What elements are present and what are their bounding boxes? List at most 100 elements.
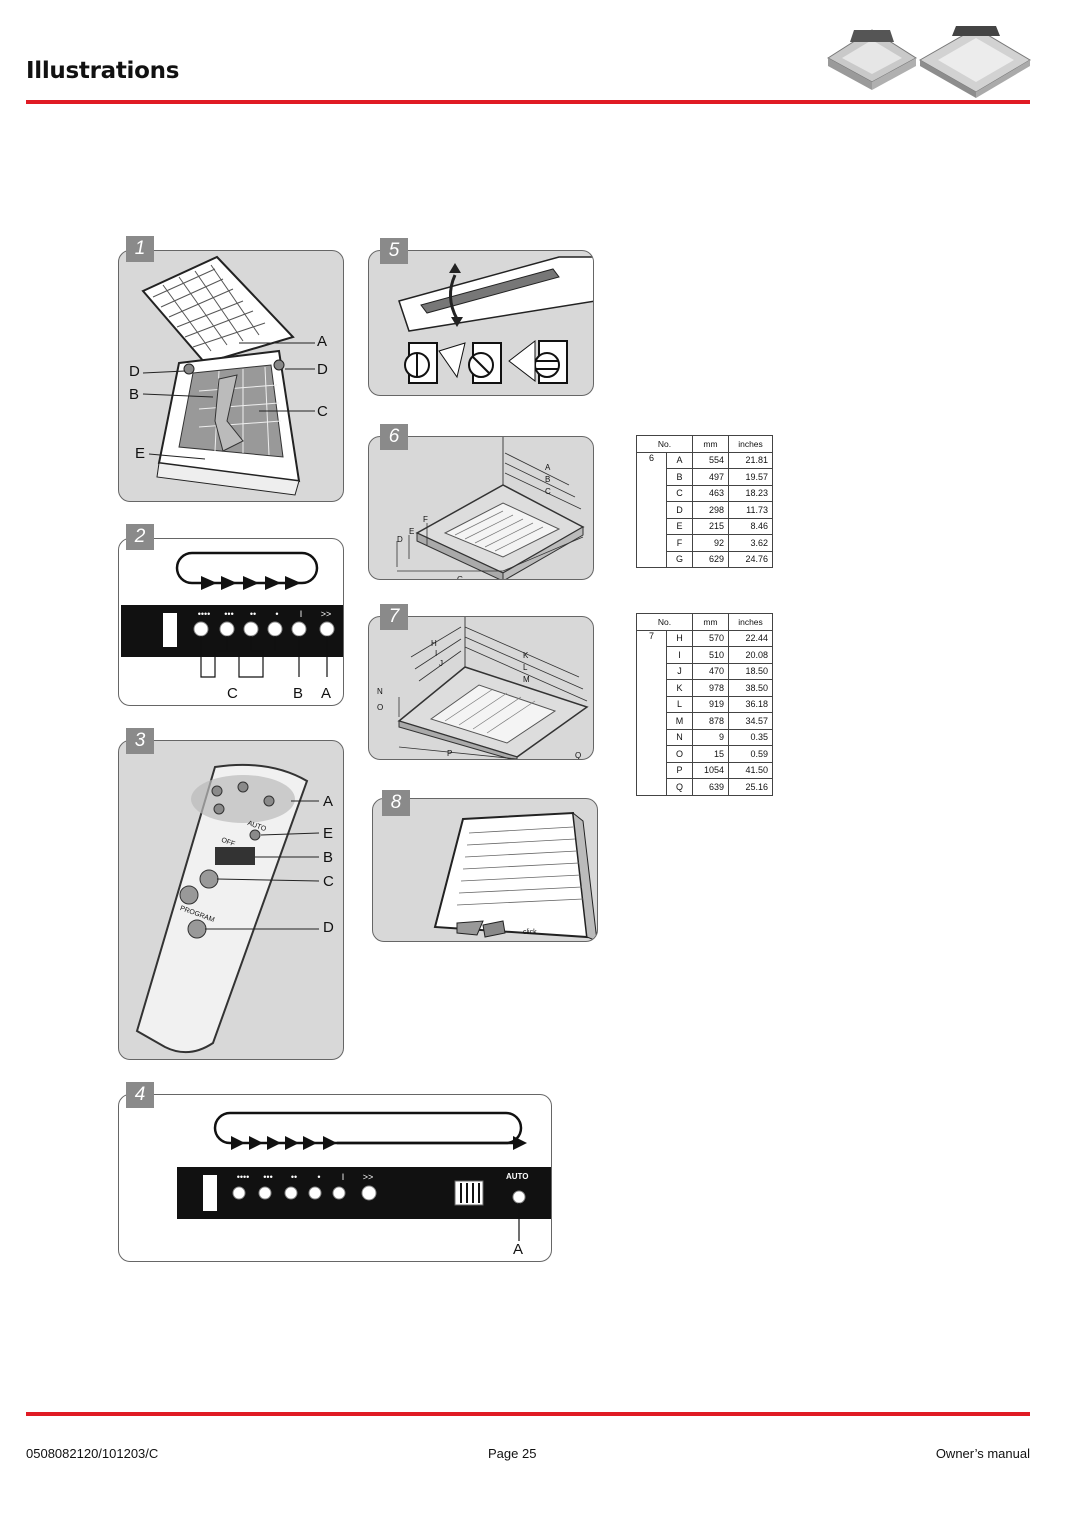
page-number: Page 25: [488, 1446, 537, 1461]
callout-E: E: [135, 445, 146, 462]
auto-label: AUTO: [506, 1172, 529, 1181]
figure-2-number: 2: [126, 524, 154, 550]
header-mm: mm: [692, 435, 729, 453]
unit-dimensions-7-diagram: [397, 617, 589, 759]
dim-label-M: M: [523, 675, 530, 684]
remote-control-illustration: [135, 763, 320, 1054]
figure-2-panel: •••• ••• •• • I >> C B A: [118, 538, 344, 706]
callout-A: A: [323, 793, 334, 810]
letter-cell: B: [666, 468, 693, 486]
inch-cell: 34.57: [728, 712, 773, 730]
inch-cell: 3.62: [728, 534, 773, 552]
letter-cell: G: [666, 550, 693, 568]
speed-mark: •: [275, 609, 279, 619]
letter-cell: H: [666, 629, 693, 647]
cassette-unit-image-large: [918, 26, 1031, 98]
dim-label-O: O: [377, 703, 384, 712]
dim-label-G: G: [457, 575, 464, 580]
letter-cell: D: [666, 501, 693, 519]
letter-cell: I: [666, 646, 693, 664]
mm-cell: 470: [692, 662, 729, 680]
inch-cell: 8.46: [728, 517, 773, 535]
footer-divider: [26, 1412, 1030, 1416]
grille-fitting-illustration: [433, 811, 597, 941]
dim-label-B: B: [545, 475, 551, 484]
inch-cell: 24.76: [728, 550, 773, 568]
figure-3-number: 3: [126, 728, 154, 754]
header-no: No.: [636, 613, 693, 631]
manual-title: Owner’s manual: [935, 1446, 1030, 1461]
table-header-row: No. mm inches: [636, 435, 773, 453]
callout-B: B: [323, 849, 334, 866]
callout-C: C: [227, 685, 238, 702]
mm-cell: 919: [692, 695, 729, 713]
speed-mark: I: [341, 1172, 345, 1182]
product-thumbnails: [827, 26, 1031, 98]
header-inches: inches: [728, 613, 773, 631]
figure-5-number: 5: [380, 238, 408, 264]
mm-cell: 463: [692, 484, 729, 502]
dim-label-F: F: [423, 515, 428, 524]
letter-cell: M: [666, 712, 693, 730]
dim-label-K: K: [523, 651, 529, 660]
figure-4-number: 4: [126, 1082, 154, 1108]
figure-8-number: 8: [382, 790, 410, 816]
callout-B: B: [293, 685, 304, 702]
letter-cell: N: [666, 728, 693, 746]
table-header-row: No. mm inches: [636, 613, 773, 631]
speed-mark: ••: [290, 1172, 298, 1182]
inch-cell: 0.59: [728, 745, 773, 763]
speed-marks-row: •••• ••• •• • I >>: [231, 1172, 381, 1182]
speed-mark: •••: [263, 1172, 273, 1182]
header-inches: inches: [728, 435, 773, 453]
inch-cell: 41.50: [728, 761, 773, 779]
header-no: No.: [636, 435, 693, 453]
speed-mark: ••••: [197, 609, 211, 619]
figure-1-panel: A D D B C E: [118, 250, 344, 502]
mm-cell: 878: [692, 712, 729, 730]
speed-marks-row: •••• ••• •• • I >>: [191, 609, 343, 619]
mm-cell: 9: [692, 728, 729, 746]
inch-cell: 21.81: [728, 451, 773, 469]
figure-5-panel: [368, 250, 594, 396]
letter-cell: E: [666, 517, 693, 535]
speed-mark: ••••: [236, 1172, 250, 1182]
mm-cell: 570: [692, 629, 729, 647]
callout-C: C: [317, 403, 328, 420]
figure-number-cell: 6: [636, 451, 667, 568]
dim-label-H: H: [431, 639, 437, 648]
mm-cell: 1054: [692, 761, 729, 779]
click-text: click: [523, 929, 537, 936]
mm-cell: 554: [692, 451, 729, 469]
louver-adjustment-illustration: [398, 256, 593, 384]
figure-7-number: 7: [380, 604, 408, 630]
figure-8-panel: click: [372, 798, 598, 942]
letter-cell: C: [666, 484, 693, 502]
doc-number: 0508082120/101203/C: [26, 1446, 159, 1461]
callout-A: A: [321, 685, 332, 702]
inch-cell: 18.23: [728, 484, 773, 502]
figure-number-cell: 7: [636, 629, 667, 796]
callout-D-left: D: [129, 363, 140, 380]
speed-mark: •: [317, 1172, 321, 1182]
callout-A: A: [513, 1241, 524, 1258]
unit-dimensions-6-diagram: [396, 437, 585, 579]
letter-cell: A: [666, 451, 693, 469]
mm-cell: 629: [692, 550, 729, 568]
figure-7-panel: H I J K L M N O P Q: [368, 616, 594, 760]
inch-cell: 25.16: [728, 778, 773, 796]
inch-cell: 18.50: [728, 662, 773, 680]
speed-mark: >>: [362, 1172, 374, 1182]
letter-cell: J: [666, 662, 693, 680]
speed-mark: >>: [320, 609, 332, 619]
dim-label-D: D: [397, 535, 403, 544]
mm-cell: 92: [692, 534, 729, 552]
dim-label-P: P: [447, 749, 453, 758]
callout-C: C: [323, 873, 334, 890]
